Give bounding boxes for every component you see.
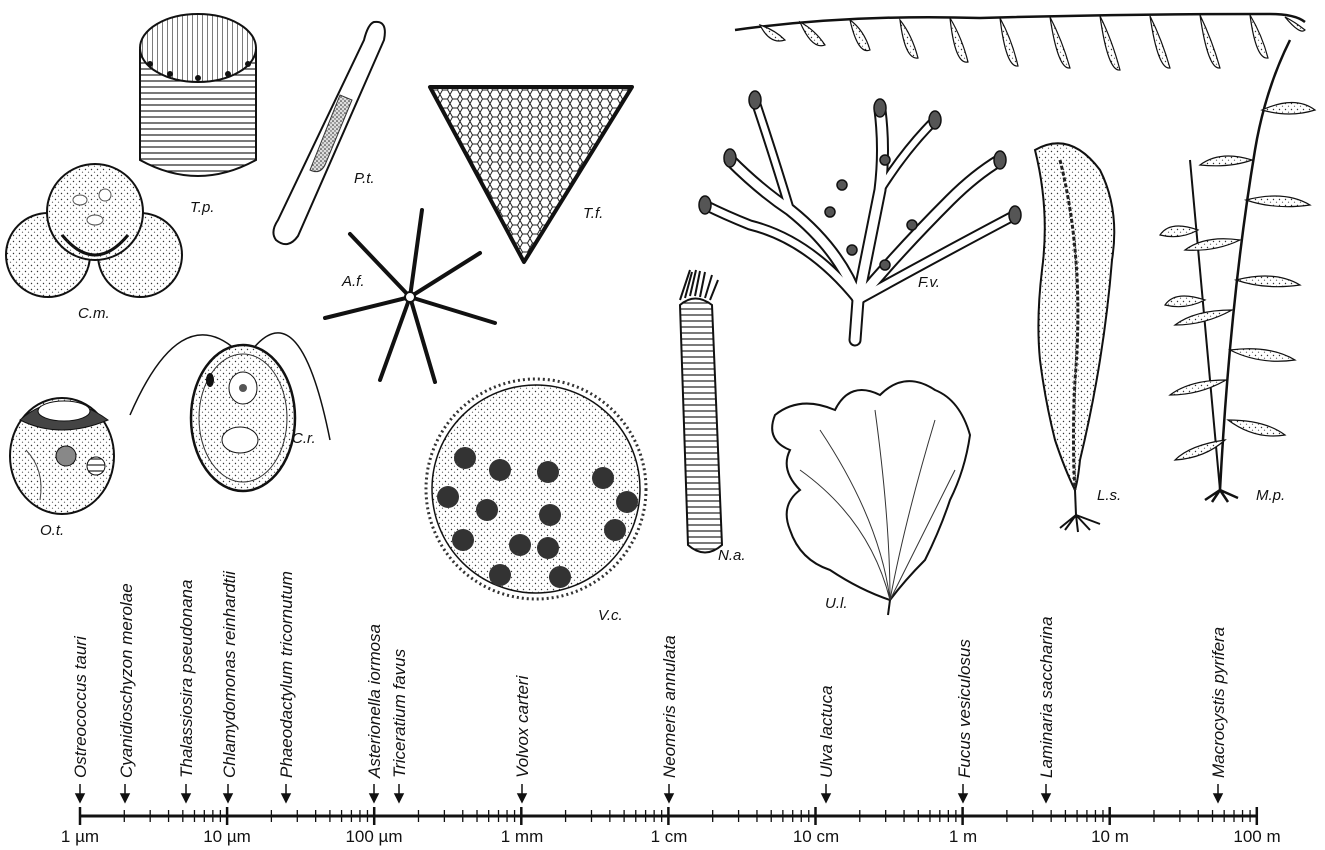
species-asterionella: Asterionella iormosa bbox=[365, 624, 384, 779]
species-laminaria: Laminaria saccharina bbox=[1037, 616, 1056, 778]
label-cm: C.m. bbox=[78, 305, 110, 322]
species-cyanidioschyzon: Cyanidioschyzon merolae bbox=[117, 583, 136, 778]
arrow-laminaria bbox=[1042, 784, 1050, 802]
label-ls: L.s. bbox=[1097, 487, 1121, 504]
ostreococcus-illustration bbox=[10, 398, 114, 514]
label-ul: U.l. bbox=[825, 595, 848, 612]
label-ot: O.t. bbox=[40, 522, 64, 539]
axis-labels: 1 µm 10 µm 100 µm 1 mm 1 cm 10 cm 1 m 10… bbox=[61, 827, 1281, 846]
arrow-ulva bbox=[822, 784, 830, 802]
label-pt: P.t. bbox=[354, 170, 375, 187]
chlamydomonas-illustration bbox=[130, 333, 330, 491]
neomeris-illustration bbox=[680, 270, 722, 553]
arrow-cyanidioschyzon bbox=[121, 784, 129, 802]
arrow-phaeodactylum bbox=[282, 784, 290, 802]
species-triceratium: Triceratium favus bbox=[390, 648, 409, 778]
species-ostreococcus: Ostreococcus tauri bbox=[71, 635, 90, 778]
arrow-chlamydomonas bbox=[224, 784, 232, 802]
log-scale-axis: 1 µm 10 µm 100 µm 1 mm 1 cm 10 cm 1 m 10… bbox=[61, 807, 1281, 846]
label-af: A.f. bbox=[341, 273, 365, 290]
scale-label-10cm: 10 cm bbox=[793, 827, 839, 846]
arrow-ostreococcus bbox=[76, 784, 84, 802]
arrow-fucus bbox=[959, 784, 967, 802]
scale-label-1um: 1 µm bbox=[61, 827, 99, 846]
scale-label-100um: 100 µm bbox=[345, 827, 402, 846]
species-ulva: Ulva lactuca bbox=[817, 685, 836, 778]
label-na: N.a. bbox=[718, 547, 746, 564]
laminaria-illustration bbox=[1035, 143, 1114, 532]
arrow-asterionella bbox=[370, 784, 378, 802]
species-fucus: Fucus vesiculosus bbox=[955, 639, 974, 778]
cyanidioschyzon-illustration bbox=[6, 164, 182, 297]
asterionella-illustration bbox=[325, 210, 495, 382]
ulva-illustration bbox=[772, 381, 970, 615]
species-macrocystis: Macrocystis pyrifera bbox=[1209, 627, 1228, 778]
triceratium-illustration bbox=[430, 87, 632, 262]
arrow-thalassiosira bbox=[182, 784, 190, 802]
label-fv: F.v. bbox=[918, 274, 940, 291]
scale-label-1cm: 1 cm bbox=[651, 827, 688, 846]
size-arrows bbox=[76, 784, 1222, 802]
species-phaeodactylum: Phaeodactylum tricornutum bbox=[277, 571, 296, 778]
species-name-labels: Ostreococcus tauri Cyanidioschyzon merol… bbox=[71, 570, 1228, 779]
species-chlamydomonas: Chlamydomonas reinhardtii bbox=[220, 570, 239, 778]
thalassiosira-illustration bbox=[140, 14, 256, 176]
scale-label-10m: 10 m bbox=[1091, 827, 1129, 846]
label-vc: V.c. bbox=[598, 607, 623, 624]
scale-label-10um: 10 µm bbox=[203, 827, 251, 846]
label-mp: M.p. bbox=[1256, 487, 1285, 504]
volvox-illustration bbox=[426, 379, 646, 599]
scale-label-1m: 1 m bbox=[949, 827, 977, 846]
fucus-illustration bbox=[699, 91, 1021, 340]
species-thalassiosira: Thalassiosira pseudonana bbox=[177, 580, 196, 778]
arrow-triceratium bbox=[395, 784, 403, 802]
scale-label-1mm: 1 mm bbox=[501, 827, 544, 846]
arrow-volvox bbox=[518, 784, 526, 802]
species-volvox: Volvox carteri bbox=[513, 674, 532, 778]
phaeodactylum-illustration bbox=[273, 22, 384, 244]
arrow-neomeris bbox=[665, 784, 673, 802]
label-cr: C.r. bbox=[292, 430, 316, 447]
scale-label-100m: 100 m bbox=[1233, 827, 1280, 846]
arrow-macrocystis bbox=[1214, 784, 1222, 802]
label-tp: T.p. bbox=[190, 199, 214, 216]
species-neomeris: Neomeris annulata bbox=[660, 635, 679, 778]
label-tf: T.f. bbox=[583, 205, 603, 222]
